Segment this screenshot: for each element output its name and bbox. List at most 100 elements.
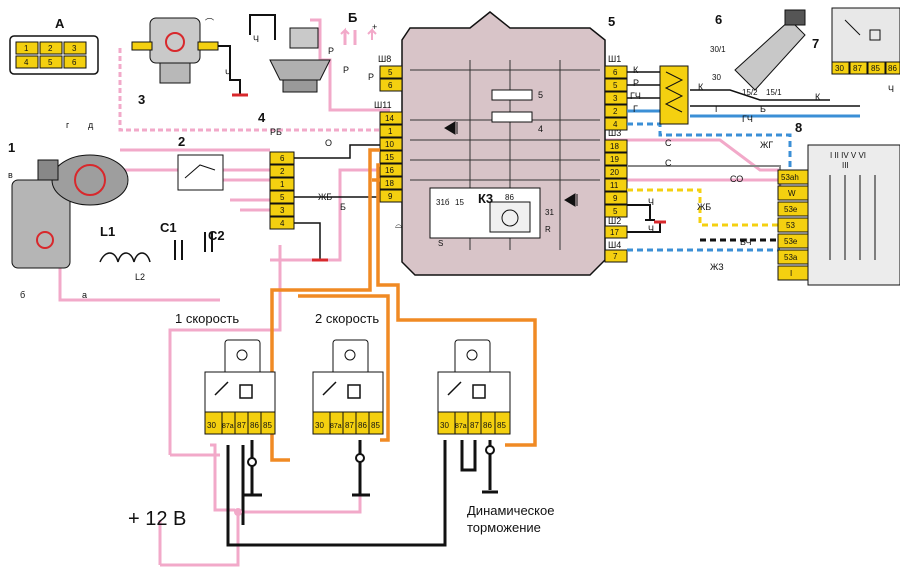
label-b: Б xyxy=(348,10,357,25)
pink-wires xyxy=(58,18,782,567)
caption-speed-2: 2 скорость xyxy=(315,311,379,326)
relay3-pin-85: 85 xyxy=(497,421,506,430)
sh11-pin-15: 15 xyxy=(385,153,394,162)
sh11-label: Ш11 xyxy=(374,100,392,110)
component-4: 4 xyxy=(258,27,331,125)
sh1-pin-3: 3 xyxy=(613,94,618,103)
label-l1: L1 xyxy=(100,224,115,239)
wire-b2: Б xyxy=(760,104,766,114)
left-dark-wires xyxy=(294,144,380,260)
connector-sh8: Ш8 5 6 xyxy=(378,54,403,92)
wiper-symbol: ⌒ xyxy=(205,18,214,28)
label-b-small: б xyxy=(20,290,25,300)
pin-a-4: 4 xyxy=(24,58,29,67)
label-c2: C2 xyxy=(208,228,225,243)
wire-ch1: Ч xyxy=(225,68,231,78)
sh1-pin-6: 6 xyxy=(613,68,618,77)
unit8-pin-53e-2: 53e xyxy=(784,237,798,246)
unit7-pin-86: 86 xyxy=(888,64,897,73)
label-a-small: а xyxy=(82,290,87,300)
unit8-pin-53: 53 xyxy=(786,221,795,230)
fuse-5 xyxy=(491,89,533,101)
label-5: 5 xyxy=(608,14,615,29)
filter-components: L1 C1 C2 L2 xyxy=(99,220,225,282)
label-c1: C1 xyxy=(160,220,177,235)
caption-speed-1: 1 скорость xyxy=(175,311,239,326)
relay1-pin-85: 85 xyxy=(263,421,272,430)
wire-zhz: ЖЗ xyxy=(710,262,724,272)
lc-pin-1: 1 xyxy=(280,180,285,189)
wire-bch: БЧ xyxy=(740,237,752,247)
sh11-pins: 14 1 10 15 16 18 9 xyxy=(379,111,403,203)
wire-zhb1: ЖБ xyxy=(318,192,332,202)
relay3-pin-87: 87 xyxy=(470,421,479,430)
wire-r4: Р xyxy=(633,78,639,88)
label-6: 6 xyxy=(715,12,722,27)
connector-a: А 1 2 3 4 5 6 xyxy=(9,16,99,75)
pin-a-3: 3 xyxy=(72,44,77,53)
relay1-pin-30: 30 xyxy=(207,421,216,430)
unit8-pin-i: I xyxy=(790,269,792,278)
label-plus: + xyxy=(372,22,377,32)
relay-2: 30 87a 87 86 85 xyxy=(312,339,384,435)
relay2-pin-86: 86 xyxy=(358,421,367,430)
sh3-pin-20: 20 xyxy=(610,168,619,177)
connector-a-pins: 1 2 3 4 5 6 xyxy=(15,41,87,69)
unit7-pin-87: 87 xyxy=(853,64,862,73)
right-connector xyxy=(659,65,689,125)
diode-1 xyxy=(444,121,458,135)
fuse-4 xyxy=(491,111,533,123)
orange-wires xyxy=(270,148,537,462)
relay1-pin-87: 87 xyxy=(237,421,246,430)
pin-a-5: 5 xyxy=(48,58,53,67)
label-4: 4 xyxy=(258,110,266,125)
caption-supply: + 12 В xyxy=(128,508,186,530)
label-v: в xyxy=(8,170,13,180)
sh2-pin-17: 17 xyxy=(610,228,619,237)
sh2-label: Ш2 xyxy=(608,216,621,226)
lc-pin-3: 3 xyxy=(280,206,285,215)
k3-pin-86: 86 xyxy=(505,193,514,202)
label-2: 2 xyxy=(178,134,185,149)
relay3-pin-30: 30 xyxy=(440,421,449,430)
sh11-pin-14: 14 xyxy=(385,114,394,123)
wire-k2: К xyxy=(698,82,704,92)
connector-sh2-sh4: Ш2 17 Ш4 7 Ч Ч xyxy=(604,197,666,263)
k3-label: К3 xyxy=(478,191,493,206)
sh11-pin-16: 16 xyxy=(385,166,394,175)
sh1-pin-2: 2 xyxy=(613,107,618,116)
sh1-label: Ш1 xyxy=(608,54,621,64)
sw6-30-1: 30/1 xyxy=(710,45,726,54)
pump-wires xyxy=(218,14,276,95)
sh3-label: Ш3 xyxy=(608,128,621,138)
caption-brake-line-2: торможение xyxy=(467,520,541,535)
sh11-pin-10: 10 xyxy=(385,140,394,149)
black-wires xyxy=(226,440,492,547)
sh3-pin-19: 19 xyxy=(610,155,619,164)
wiper-motor-1: 1 г д в б а xyxy=(8,120,129,300)
wire-ch2: Ч xyxy=(253,34,259,44)
k3-pin-15: 15 xyxy=(455,198,464,207)
wire-s1: С xyxy=(665,138,672,148)
sw6-15-1: 15/1 xyxy=(766,88,782,97)
washer-pump: 3 ⌒ xyxy=(131,17,219,107)
left-connector: 6 2 1 5 3 4 xyxy=(269,151,295,230)
relay-unit-7: 7 30 87 85 86 Ч xyxy=(812,7,900,94)
label-g: г xyxy=(66,120,70,130)
relay1-pin-87a: 87a xyxy=(222,423,234,430)
pin-a-2: 2 xyxy=(48,44,53,53)
relay1-pin-86: 86 xyxy=(250,421,259,430)
wiper-switch-8: 8 I II IV V VI III 53ah W 53e 53 53e 53a… xyxy=(777,120,900,286)
power-arrows: Б + Р Р xyxy=(340,10,377,82)
label-8: 8 xyxy=(795,120,802,135)
lc-pin-6: 6 xyxy=(280,154,285,163)
label-a: А xyxy=(55,16,65,31)
sh4-label: Ш4 xyxy=(608,240,621,250)
wire-gch1: ГЧ xyxy=(630,91,641,101)
unit8-pin-w: W xyxy=(788,189,796,198)
sh3-pin-9: 9 xyxy=(613,194,618,203)
sh8-pin-6: 6 xyxy=(388,81,393,90)
sh4-pin-7: 7 xyxy=(613,252,618,261)
label-d: д xyxy=(88,120,94,130)
